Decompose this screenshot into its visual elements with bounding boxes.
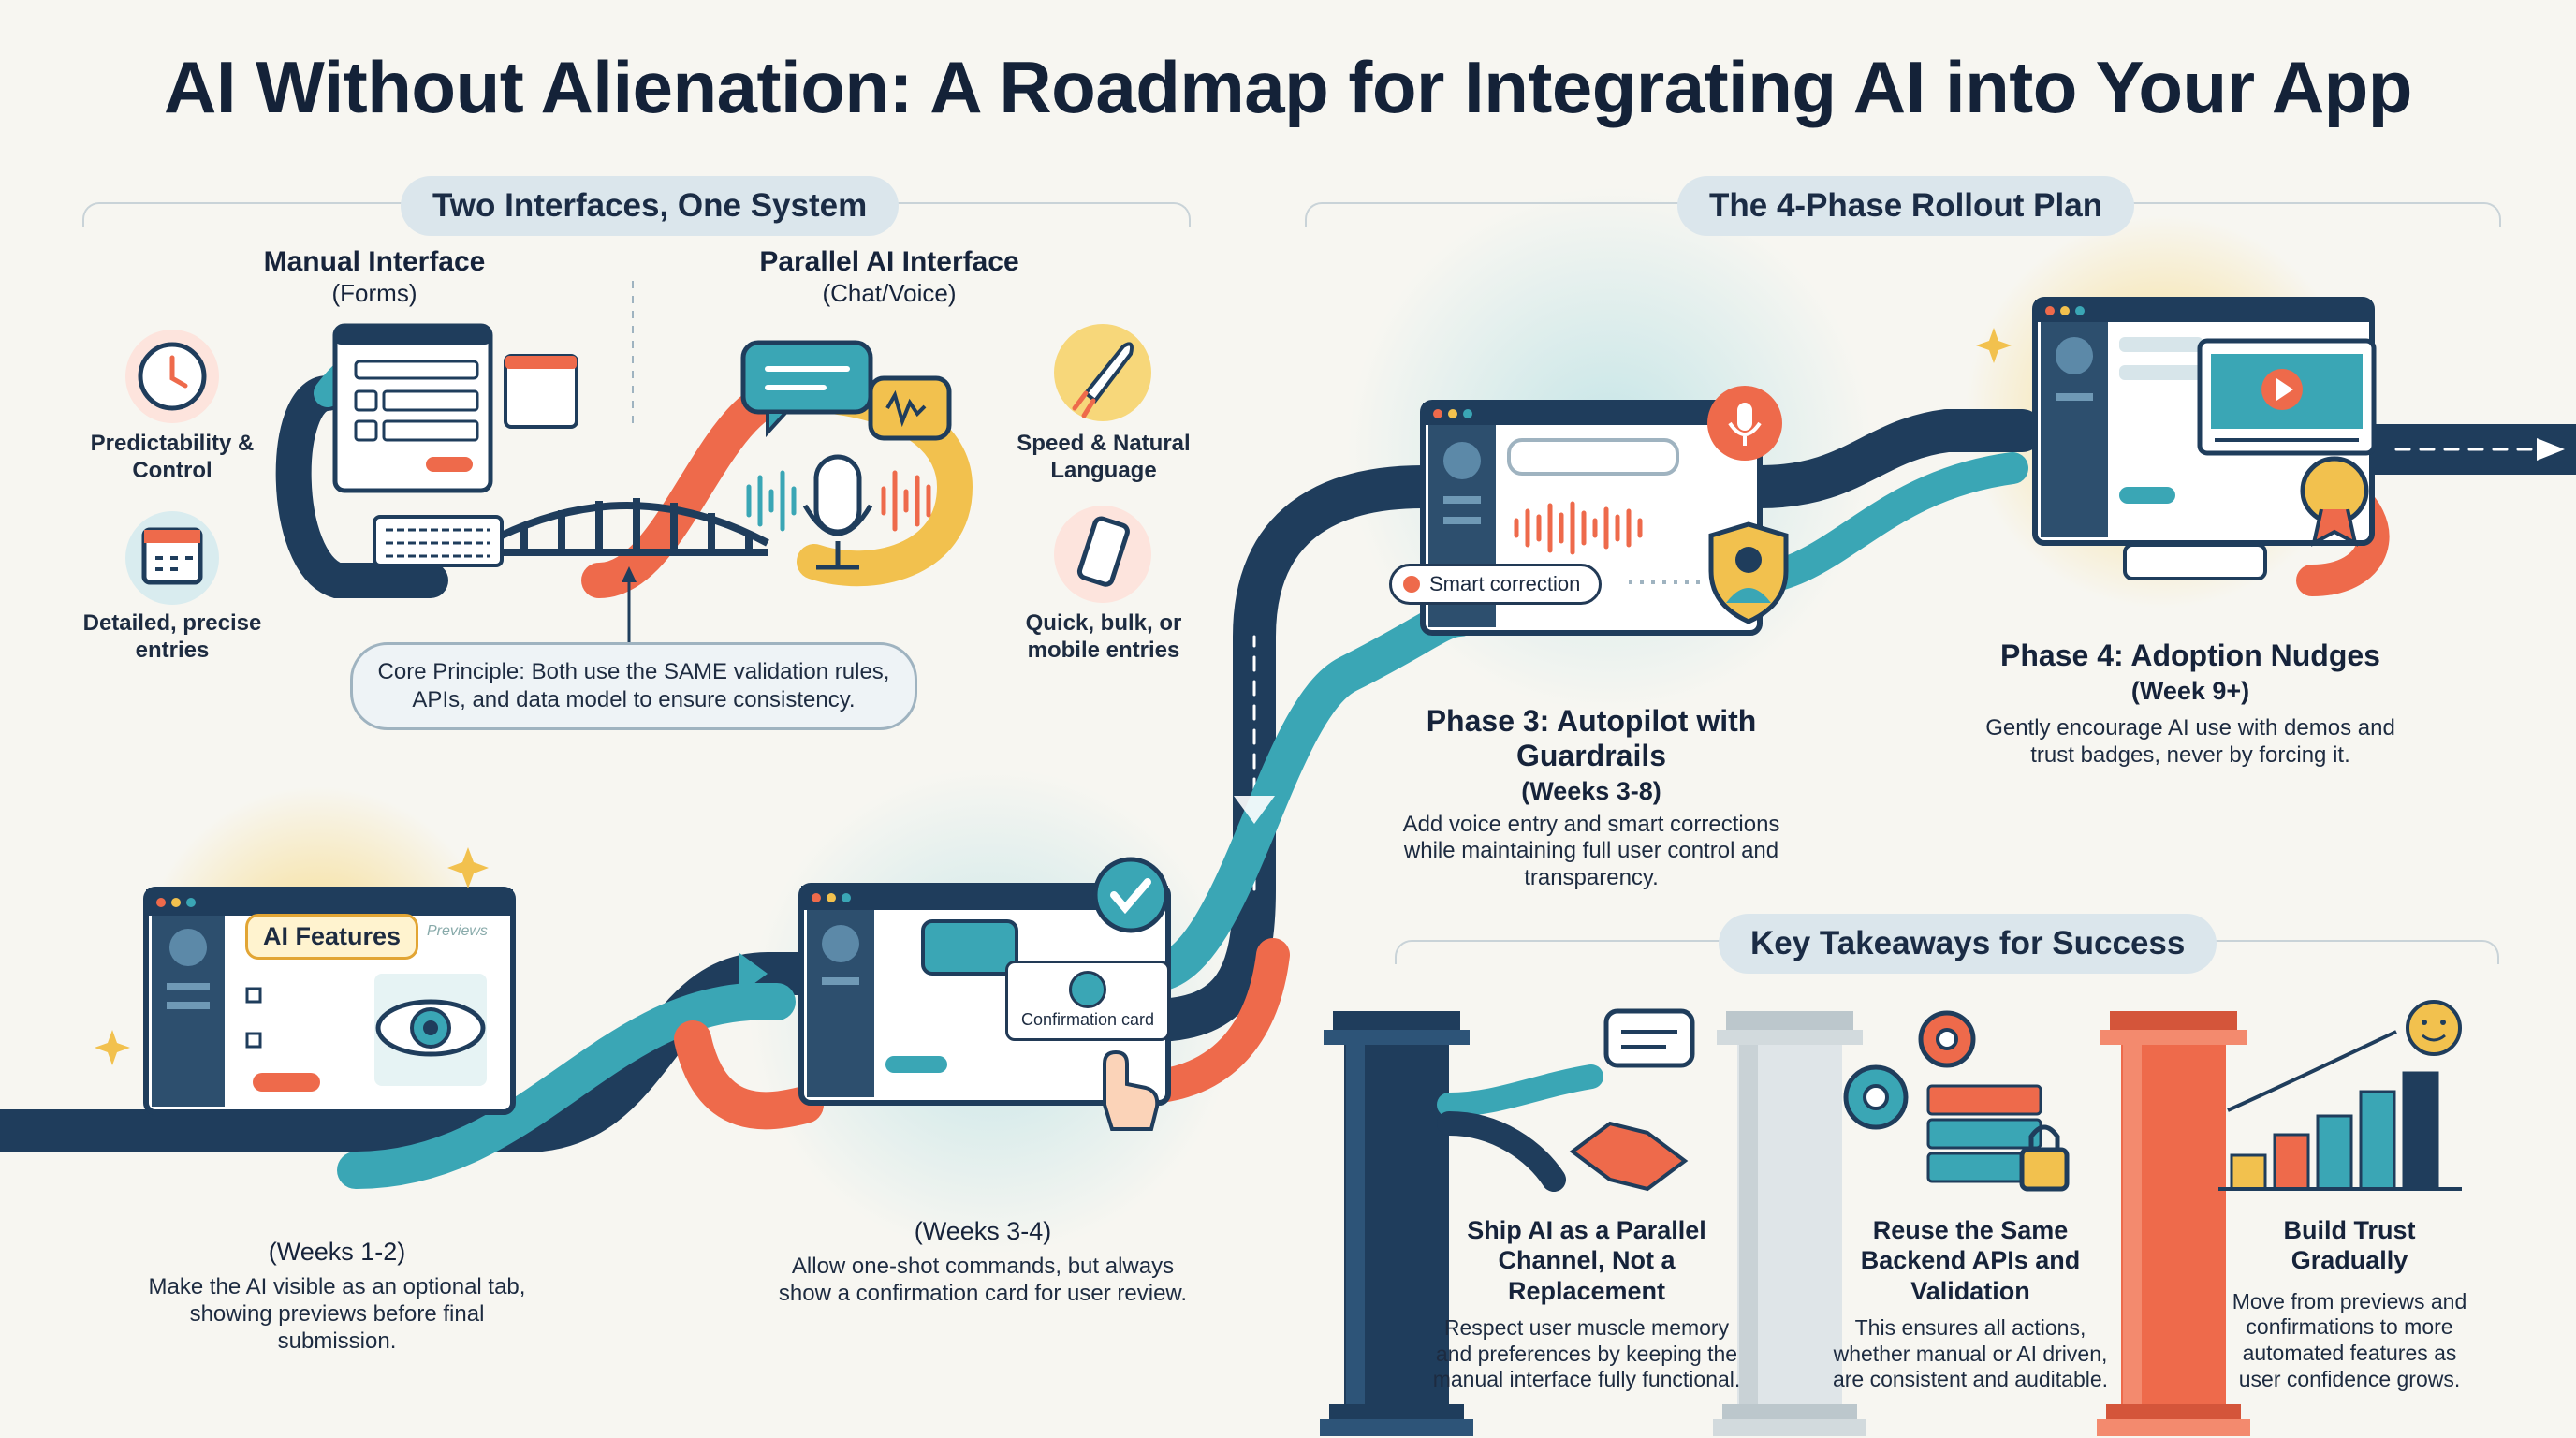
takeaway-2-title: Reuse the Same Backend APIs and Validati… [1860,1216,2081,1305]
confirmation-card-label: Confirmation card [1020,1010,1155,1029]
calendar-icon [125,511,219,605]
takeaway-3-desc: Move from previews and confirmations to … [2232,1288,2467,1391]
smiley-icon [2406,1000,2462,1056]
phase2-weeks: (Weeks 3-4) [914,1217,1052,1245]
manual-interface-title: Manual Interface [263,246,486,277]
takeaway-2-desc: This ensures all actions, whether manual… [1832,1315,2109,1392]
phase1-weeks: (Weeks 1-2) [268,1238,406,1266]
lock-icon [2019,1147,2070,1192]
takeaway-2: Reuse the Same Backend APIs and Validati… [1825,1215,2115,1393]
sparkle-icons [95,328,2012,1065]
phase3-desc: Add voice entry and smart corrections wh… [1402,811,1780,891]
phase4-desc: Gently encourage AI use with demos and t… [1985,714,2395,768]
manual-interface-sub: (Forms) [331,279,417,307]
rollout-heading: The 4-Phase Rollout Plan [1677,176,2135,236]
gears-icon [1843,1010,2070,1192]
hand-pointer-icon [1103,1049,1160,1131]
phase1-desc: Make the AI visible as an optional tab, … [148,1274,526,1354]
phase4-window [2032,297,2377,580]
arrow-phase1 [739,953,768,994]
phase1-window [143,887,516,1115]
takeaway-1: Ship AI as a Parallel Channel, Not a Rep… [1432,1215,1741,1393]
takeaway-1-desc: Respect user muscle memory and preferenc… [1432,1315,1741,1392]
two-interfaces-heading: Two Interfaces, One System [401,176,900,236]
pillar-coral [2097,1011,2250,1436]
main-road [0,409,2576,1152]
chat-bubble-icon [740,340,952,441]
bulk-mobile-label: Quick, bulk, or mobile entries [1025,610,1182,663]
ai-interface-sub: (Chat/Voice) [822,279,957,307]
confirmation-card[interactable]: Confirmation card [1005,961,1170,1041]
previews-tab[interactable]: Previews [427,923,488,939]
page-title: AI Without Alienation: A Roadmap for Int… [164,46,2412,128]
takeaway-3: Build Trust Gradually Move from previews… [2228,1215,2471,1392]
ai-interface-title: Parallel AI Interface [759,246,1019,277]
precise-entries-label: Detailed, precise entries [82,610,262,663]
manual-interface-label: Manual Interface (Forms) [234,245,515,308]
phase4-title: Phase 4: Adoption Nudges [2000,638,2380,672]
ai-interface-label: Parallel AI Interface (Chat/Voice) [739,245,1039,308]
check-icon [1069,971,1106,1008]
rocket-icon [1054,324,1151,421]
smart-correction-label: Smart correction [1429,572,1581,595]
phase4-weeks: (Week 9+) [2130,676,2250,705]
takeaways-heading: Key Takeaways for Success [1719,914,2217,974]
takeaway-1-title: Ship AI as a Parallel Channel, Not a Rep… [1467,1216,1706,1305]
pillar-navy [1320,1011,1473,1436]
phase1-text: (Weeks 1-2) Make the AI visible as an op… [140,1238,534,1355]
phase3-text: Phase 3: Autopilot with Guardrails (Week… [1385,704,1797,892]
clock-icon [125,330,219,423]
phase3-weeks: (Weeks 3-8) [1521,776,1661,805]
handshake-icon [1437,1008,1695,1192]
phase2-window [798,857,1171,1131]
takeaway-3-title: Build Trust Gradually [2283,1216,2416,1275]
form-window-icon [332,323,578,493]
ai-features-tag[interactable]: AI Features [245,914,419,960]
bar-growth-icon [2218,1000,2462,1191]
pillar-grey [1713,1011,1866,1436]
keyboard-icon [373,515,504,567]
phase4-text: Phase 4: Adoption Nudges (Week 9+) Gentl… [1966,638,2415,769]
smart-correction-chip[interactable]: Smart correction [1389,564,1603,605]
phase2-text: (Weeks 3-4) Allow one-shot commands, but… [768,1217,1198,1308]
core-principle-box: Core Principle: Both use the SAME valida… [350,642,917,730]
bridge-icon [485,498,769,556]
arrow-phase4 [2537,438,2565,461]
arrow-phase3 [1234,796,1275,824]
speed-language-label: Speed & Natural Language [1017,431,1191,483]
phase2-desc: Allow one-shot commands, but always show… [778,1254,1188,1306]
correction-dot-icon [1403,576,1420,593]
phone-icon [1054,506,1151,603]
predictability-label: Predictability & Control [90,431,255,483]
microphone-icon [746,454,931,570]
phase3-title: Phase 3: Autopilot with Guardrails [1426,704,1757,772]
